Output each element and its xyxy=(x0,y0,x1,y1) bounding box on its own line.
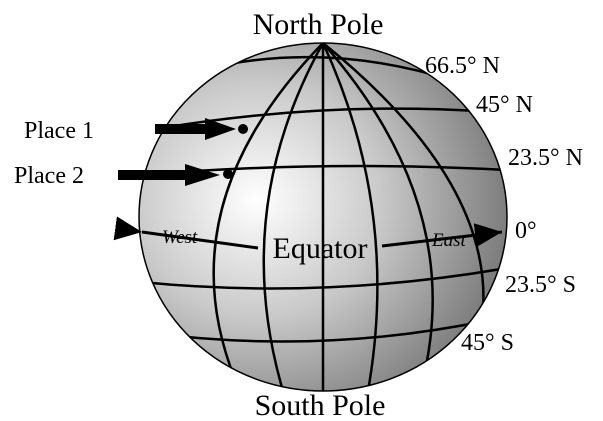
place-2-label: Place 2 xyxy=(14,163,84,189)
latitude-label-66n: 66.5° N xyxy=(425,53,500,79)
equator-label: Equator xyxy=(273,232,368,265)
latitude-label-45n: 45° N xyxy=(476,92,533,118)
place-2-arrow xyxy=(118,164,220,186)
west-arrow xyxy=(113,216,259,250)
longitude-line-r1 xyxy=(321,43,379,391)
latitude-label-23s: 23.5° S xyxy=(505,272,576,298)
longitude-line-l1 xyxy=(262,43,325,391)
latitude-label-0: 0° xyxy=(515,218,537,244)
longitude-line-r2 xyxy=(322,43,434,391)
latitude-label-45s: 45° S xyxy=(461,330,514,356)
place-1-label: Place 1 xyxy=(24,118,94,144)
north-pole-label: North Pole xyxy=(253,8,384,41)
latitude-label-23n: 23.5° N xyxy=(508,145,583,171)
place-2-dot xyxy=(223,169,233,179)
east-arrow xyxy=(381,223,503,248)
west-label: West xyxy=(162,227,198,248)
east-label: East xyxy=(431,230,467,251)
south-pole-label: South Pole xyxy=(255,389,386,421)
longitude-line-l2 xyxy=(212,43,324,391)
place-1-dot xyxy=(238,124,248,134)
latitude-line-45s xyxy=(149,318,491,343)
place-1-arrow xyxy=(155,118,236,140)
